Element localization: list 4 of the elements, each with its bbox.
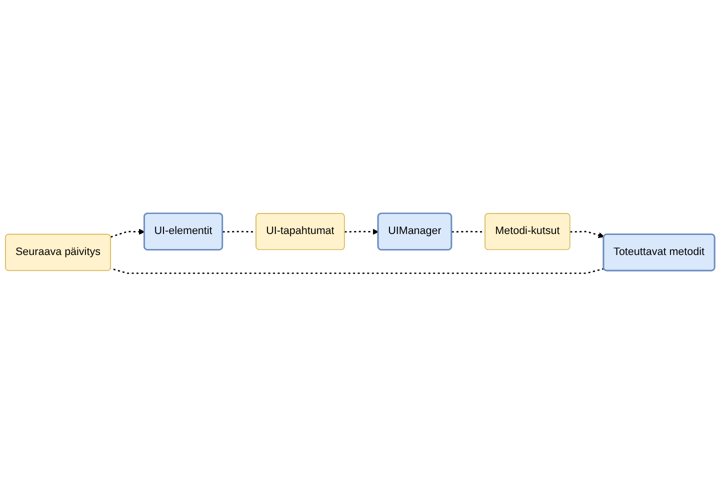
arrow [110,229,145,238]
arrow [570,231,604,238]
connector [110,268,604,274]
arrow [344,229,379,235]
